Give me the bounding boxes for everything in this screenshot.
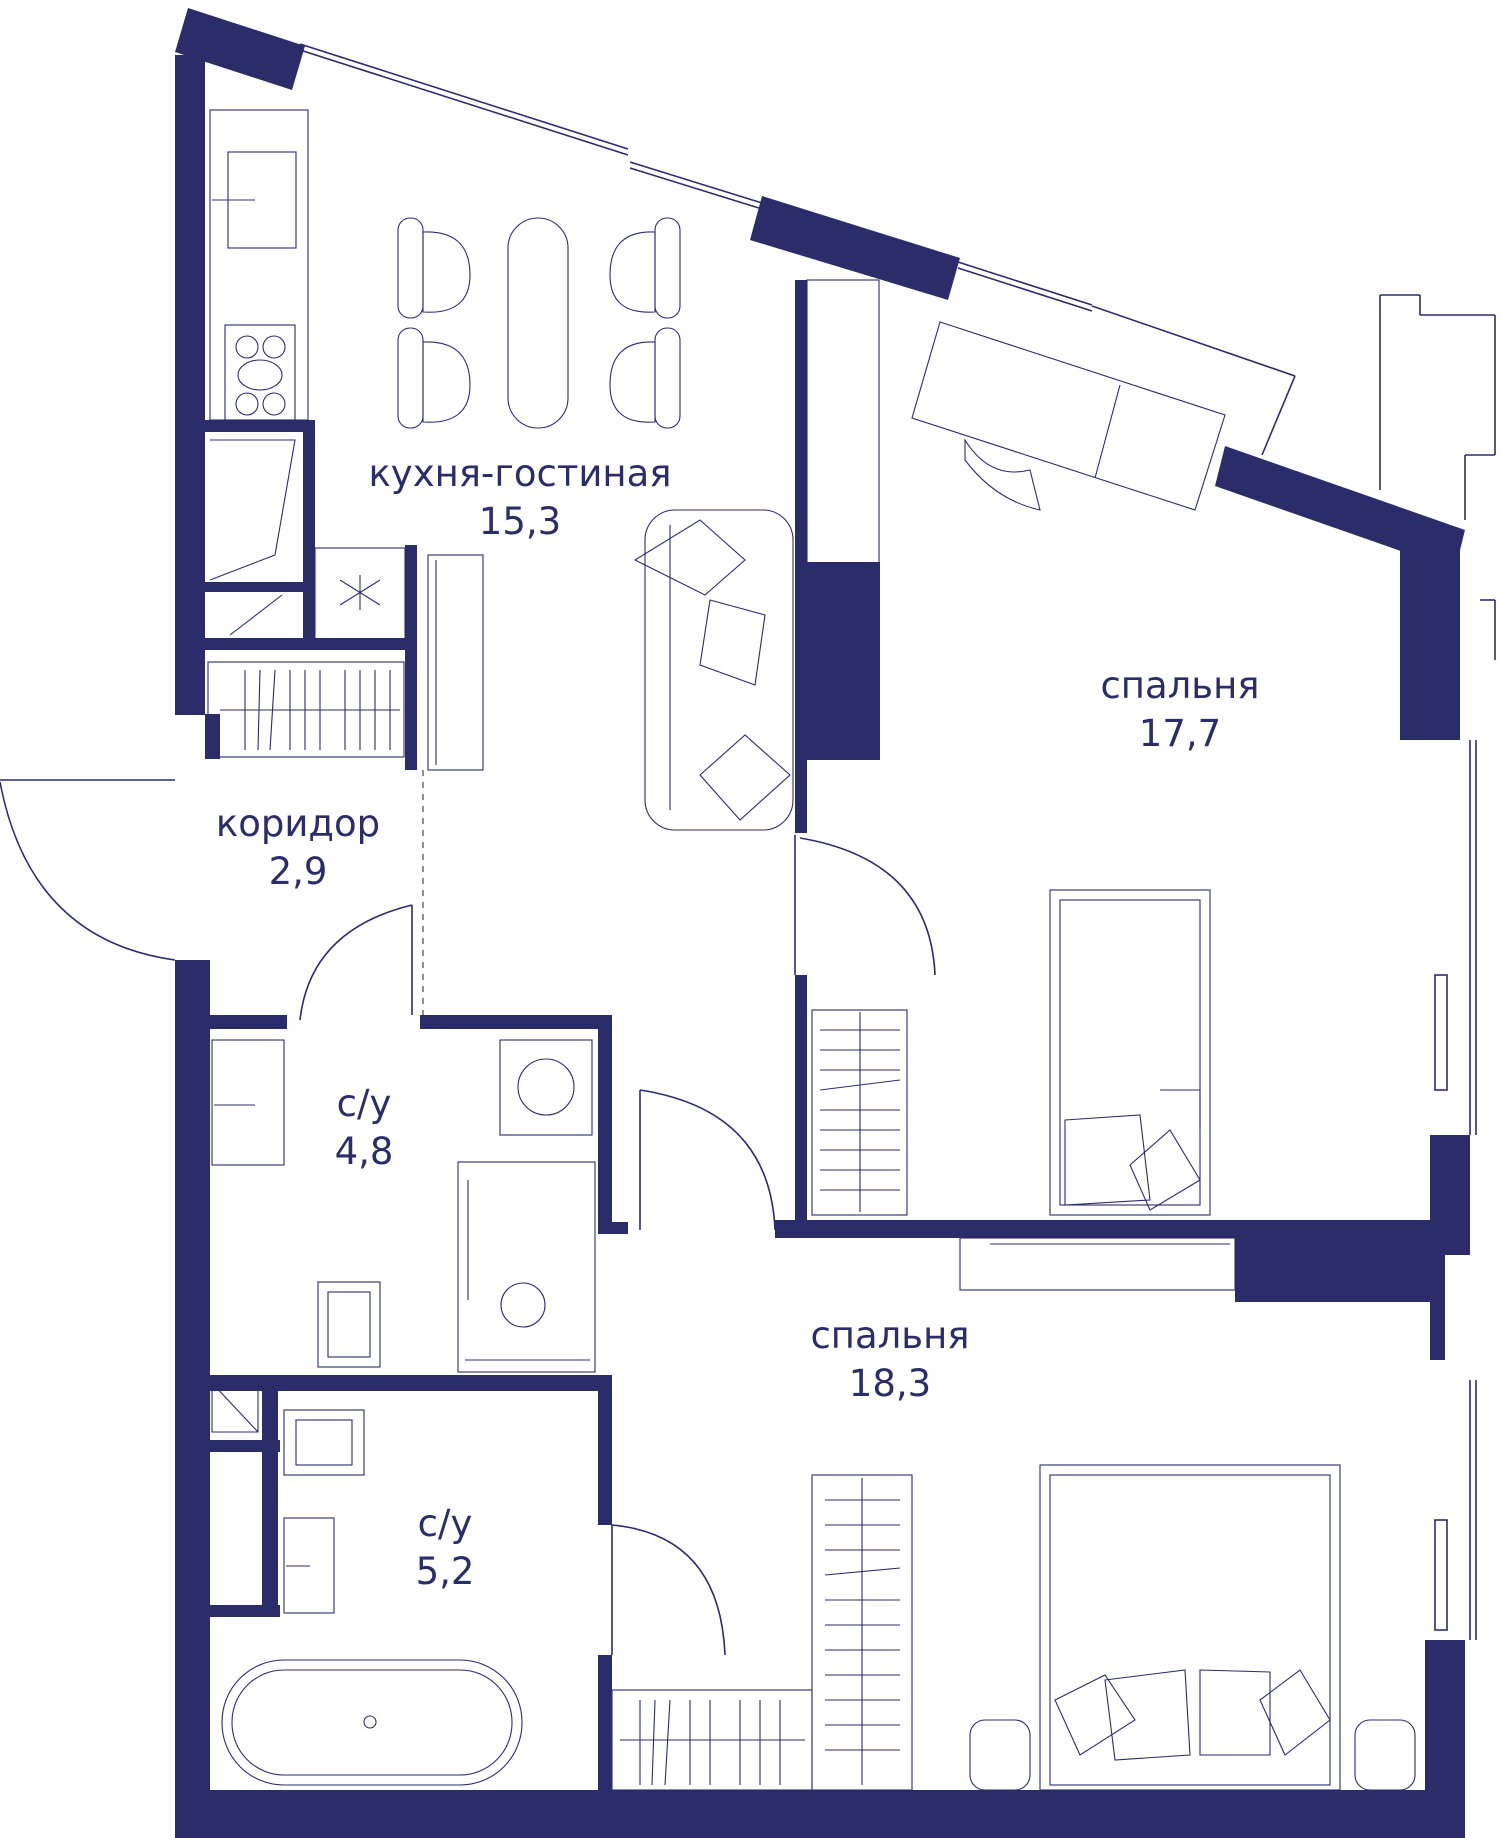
stove-icon — [224, 324, 296, 421]
room-area: 15,3 — [478, 500, 562, 543]
wall-top-left-corner — [175, 8, 305, 90]
wall-bath1-top-right — [420, 1015, 612, 1029]
washer-icon — [499, 1039, 593, 1136]
wall-kitchen-mid — [205, 582, 315, 592]
closet-bedroom1 — [811, 1009, 908, 1216]
room-label-corridor: коридор 2,9 — [216, 800, 380, 896]
room-label-bathroom-2: с/у 5,2 — [416, 1500, 475, 1596]
wall-bath1-top-left — [205, 1015, 287, 1029]
wall-bath1-right — [598, 1015, 612, 1222]
wall-partition-bedrooms-block — [1235, 1220, 1433, 1302]
nightstand-right — [1354, 1719, 1416, 1791]
wall-bath2-right — [598, 1375, 612, 1525]
wall-kitchen-pier — [750, 196, 960, 300]
room-name: коридор — [215, 802, 381, 845]
fridge-icon — [209, 439, 296, 581]
vent-icon — [314, 547, 406, 641]
bath2-toilet-icon — [283, 1409, 365, 1476]
nightstand-left — [969, 1719, 1031, 1791]
room-name: с/у — [417, 1502, 473, 1545]
wall-bath2-niche — [205, 1605, 280, 1617]
wardrobe-bedroom1 — [806, 279, 880, 564]
wall-left-upper-inner — [205, 714, 220, 759]
wall-left-upper — [175, 55, 205, 715]
wardrobe-kitchen — [427, 554, 484, 771]
bathtub-icon — [221, 1659, 523, 1786]
room-label-bedroom-1: спальня 17,7 — [1100, 662, 1259, 758]
room-label-bathroom-1: с/у 4,8 — [335, 1080, 394, 1176]
room-name: кухня-гостиная — [368, 452, 672, 495]
room-label-kitchen-living: кухня-гостиная 15,3 — [368, 450, 671, 546]
wall-kitchen-fridge-side — [303, 420, 315, 642]
furniture — [207, 109, 1416, 1791]
wall-kitchen-low — [205, 638, 415, 650]
wall-kitchen-closet-side — [405, 545, 417, 770]
bath1-sink-icon — [211, 1039, 285, 1166]
closet-bathroom2 — [611, 1689, 813, 1791]
wall-left-lower — [175, 960, 210, 1828]
wall-column-kitchen-bedroom — [795, 562, 880, 760]
wall-right-column-lower — [1430, 1135, 1470, 1255]
shower-icon — [457, 1161, 596, 1373]
wall-partition-bedroom1-left — [795, 975, 807, 1233]
room-area: 5,2 — [415, 1550, 475, 1593]
wall-bath1-bottom — [205, 1375, 610, 1391]
wall-bath2-right-lower — [598, 1655, 612, 1795]
wall-bath1-right-low — [598, 1222, 628, 1234]
room-area: 2,9 — [268, 850, 328, 893]
toilet-icon — [317, 1281, 381, 1368]
single-bed — [1049, 889, 1211, 1216]
room-name: спальня — [1100, 664, 1260, 707]
dining-set — [397, 217, 681, 429]
desk — [911, 321, 1226, 511]
bath2-sink-icon — [283, 1517, 335, 1614]
wall-bedroom-pier — [1215, 446, 1465, 570]
room-name: спальня — [810, 1314, 970, 1357]
wall-bath2-left-upper — [262, 1375, 278, 1450]
walls — [175, 8, 1470, 1838]
windows — [299, 43, 1496, 1640]
room-label-bedroom-2: спальня 18,3 — [810, 1312, 969, 1408]
wall-right-column-mid — [1430, 1250, 1445, 1360]
double-bed — [1039, 1464, 1341, 1791]
wall-kitchen-fridge-top — [205, 420, 315, 432]
wall-right-column-bottom — [1425, 1640, 1465, 1838]
wall-right-column — [1400, 540, 1460, 740]
wall-bath2-shelf — [205, 1440, 280, 1452]
wall-bottom — [175, 1790, 1460, 1838]
wall-bath2-left-lower — [262, 1440, 278, 1615]
doors — [0, 770, 936, 1656]
room-area: 4,8 — [334, 1130, 394, 1173]
room-area: 18,3 — [848, 1362, 932, 1405]
room-area: 17,7 — [1138, 712, 1222, 755]
shelf-bedroom2 — [959, 1237, 1236, 1291]
corridor-closet — [207, 661, 405, 758]
room-name: с/у — [336, 1082, 392, 1125]
wardrobe-bedroom2 — [811, 1474, 913, 1791]
sofa — [633, 509, 794, 831]
